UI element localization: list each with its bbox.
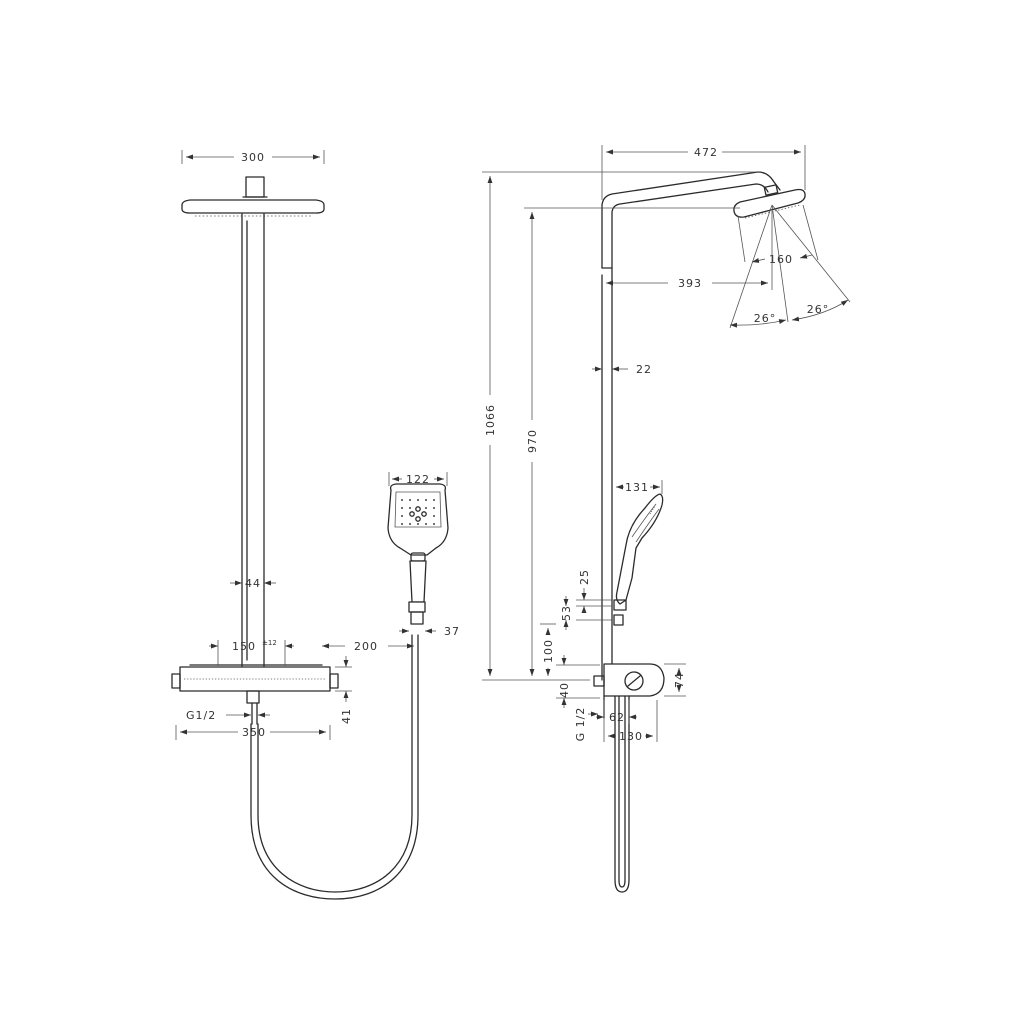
dim-label-74: 74 xyxy=(673,672,686,688)
front-hand-shower xyxy=(387,483,449,625)
front-view: 300 44 122 150 ±12 200 xyxy=(171,150,460,900)
dim-40: 40 xyxy=(556,655,600,708)
front-riser-pipe xyxy=(241,213,265,667)
dim-handshower-offset: 200 xyxy=(322,640,414,653)
dim-label-472: 472 xyxy=(694,146,718,159)
dim-label-300: 300 xyxy=(241,151,265,164)
dim-label-26-right: 26° xyxy=(807,303,830,316)
dim-130: 130 xyxy=(608,700,658,743)
dim-label-970: 970 xyxy=(526,429,539,453)
dim-label-130: 130 xyxy=(619,730,643,743)
dim-total-height: 1066 xyxy=(482,171,760,681)
dim-label-393: 393 xyxy=(678,277,702,290)
dim-head-height: 970 xyxy=(524,207,740,676)
dim-label-62: 62 xyxy=(609,711,625,724)
dim-front-pipe: 44 xyxy=(230,577,276,590)
dim-holder-width: 37 xyxy=(399,625,460,638)
front-thermostat xyxy=(171,664,339,725)
dim-100: 100 xyxy=(540,623,556,676)
dim-label-200: 200 xyxy=(354,640,378,653)
dim-thermostat-width: 350 xyxy=(175,725,331,740)
dim-label-44: 44 xyxy=(245,577,261,590)
dim-label-40: 40 xyxy=(558,682,571,698)
side-hand-shower xyxy=(613,493,664,626)
dim-small-vertical: 25 53 xyxy=(560,569,612,630)
spray-nozzles xyxy=(401,499,435,525)
dim-label-160: 160 xyxy=(769,253,793,266)
dim-label-37: 37 xyxy=(444,625,460,638)
dim-label-150: 150 xyxy=(232,640,256,653)
dim-label-1066: 1066 xyxy=(484,404,497,436)
dim-62: 62 xyxy=(596,700,637,742)
dim-arm-projection: 472 xyxy=(601,145,806,200)
dim-label-tolerance: ±12 xyxy=(262,639,277,647)
side-view: 160 26° 26° xyxy=(482,145,851,893)
dim-side-pipe: 22 xyxy=(592,363,652,376)
dim-label-g12-front: G1/2 xyxy=(186,709,216,722)
side-thermostat xyxy=(593,663,665,893)
dim-front-inlet: G1/2 xyxy=(186,709,270,722)
dim-label-26-left: 26° xyxy=(754,312,777,325)
front-overhead-shower xyxy=(181,176,325,217)
dim-label-122: 122 xyxy=(406,473,430,486)
dim-label-25: 25 xyxy=(578,569,591,585)
dim-arm-reach: 393 xyxy=(606,212,773,290)
dim-front-head-width: 300 xyxy=(181,150,325,164)
dim-label-41: 41 xyxy=(340,708,353,724)
dim-hand-shower-width: 122 xyxy=(388,472,448,486)
dim-label-g12-side: G 1/2 xyxy=(574,707,587,742)
side-spray-angle: 160 26° 26° xyxy=(729,204,851,329)
dim-thermostat-height: 41 xyxy=(335,656,353,724)
dim-74: 74 xyxy=(664,663,686,697)
dim-label-100: 100 xyxy=(542,639,555,663)
side-riser-arm xyxy=(601,171,781,681)
dim-label-22: 22 xyxy=(636,363,652,376)
dim-label-131: 131 xyxy=(625,481,649,494)
dim-side-inlet: G 1/2 xyxy=(574,707,598,742)
dim-label-350: 350 xyxy=(242,726,266,739)
dim-hand-shower-projection: 131 xyxy=(616,480,663,494)
dim-thermostat-centres: 150 ±12 xyxy=(209,639,294,666)
front-hose xyxy=(250,634,419,900)
dim-label-53: 53 xyxy=(560,605,573,621)
